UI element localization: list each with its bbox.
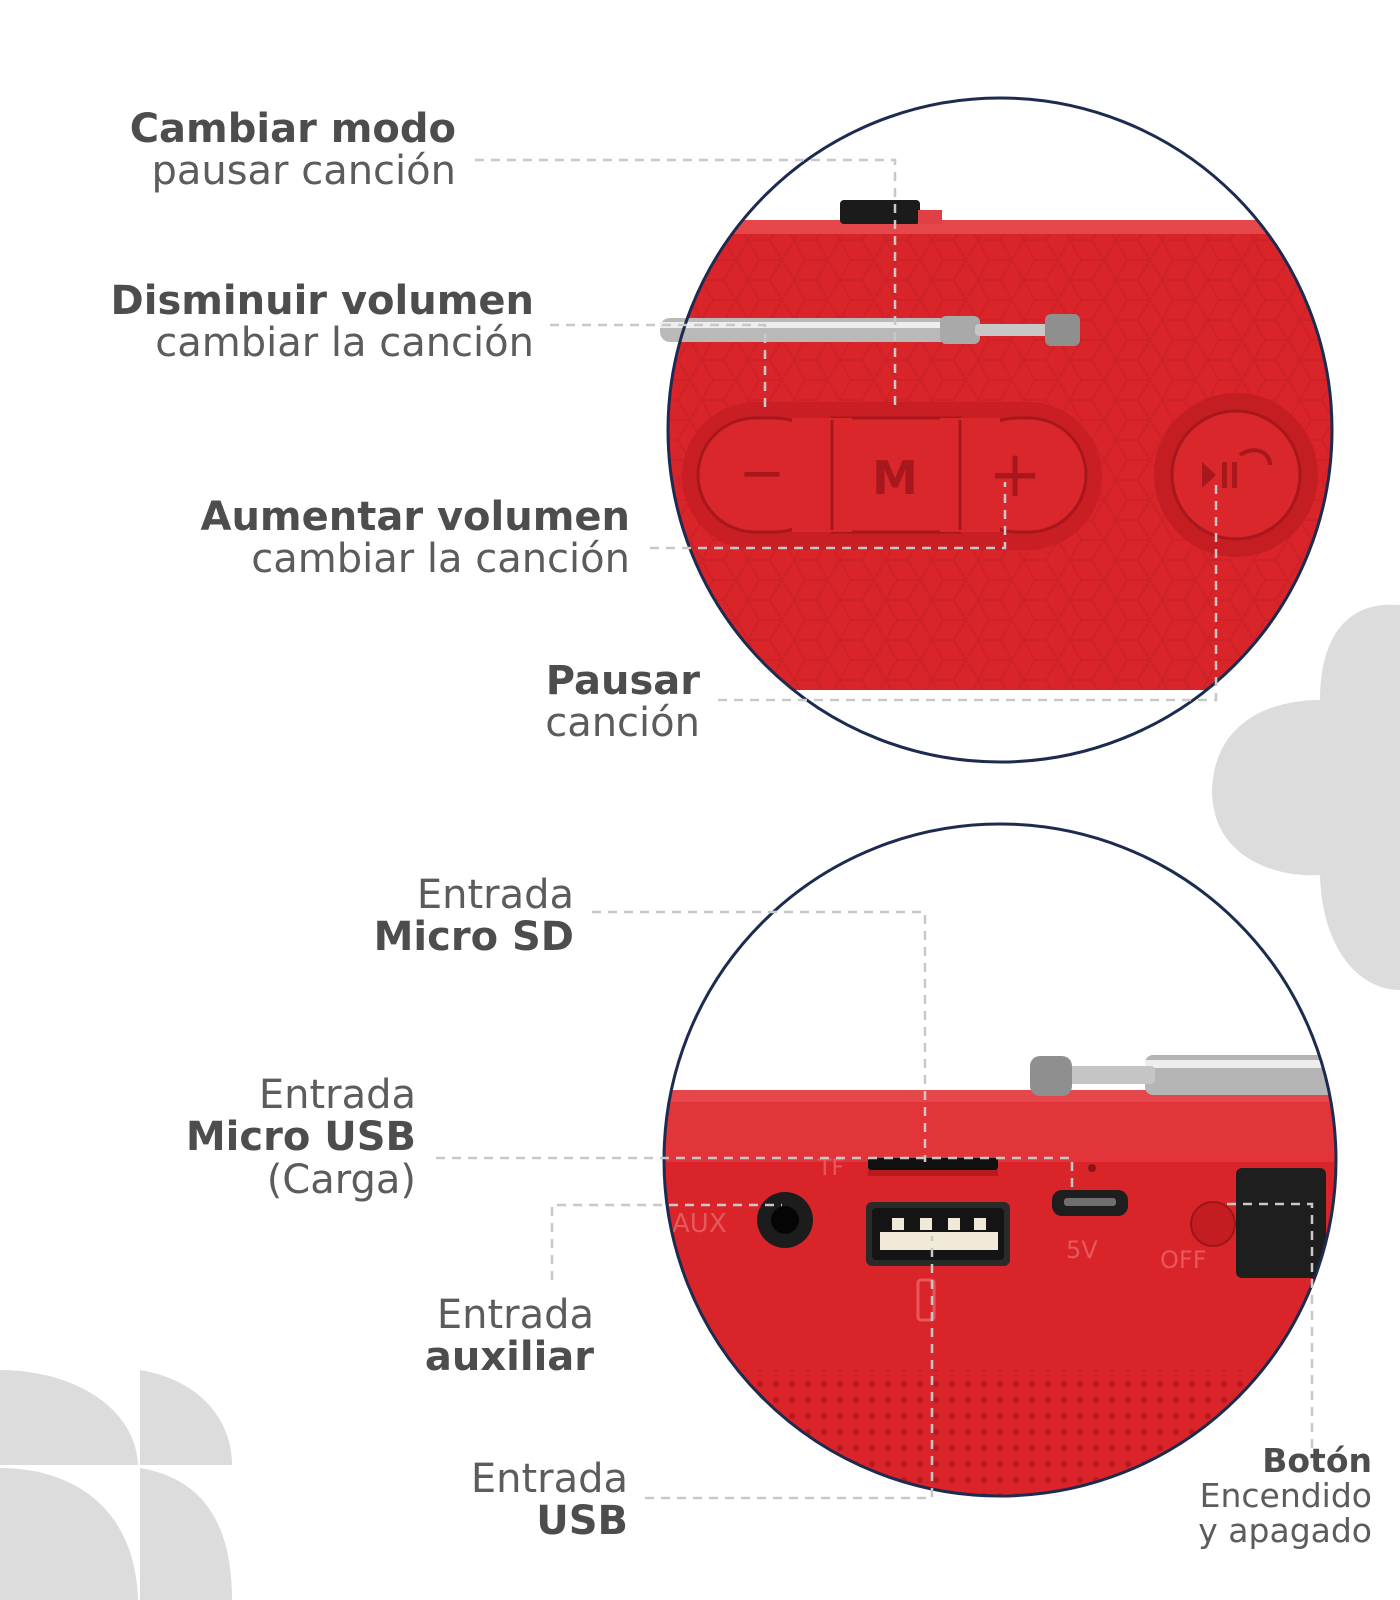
port-5v-label: 5V	[1066, 1236, 1098, 1264]
decor-petal-shape	[0, 1370, 232, 1600]
callout-pausar: Pausar canción	[545, 660, 700, 745]
volume-down-button[interactable]: −	[739, 441, 786, 506]
callout-micro-usb-extra: (Carga)	[266, 1156, 416, 1203]
top-circle-border	[666, 96, 1334, 764]
volume-up-button[interactable]: +	[988, 438, 1042, 512]
micro-usb-port-icon	[1052, 1164, 1128, 1216]
callout-boton-extra: y apagado	[1198, 1510, 1372, 1550]
callout-micro-usb-desc: Entrada	[258, 1072, 416, 1118]
callout-aumentar-volumen: Aumentar volumen cambiar la canción	[200, 496, 630, 581]
callout-cambiar-modo-desc: pausar canción	[151, 148, 456, 195]
callout-boton-title: Botón	[1262, 1441, 1372, 1480]
callout-micro-sd-title: Micro SD	[373, 914, 574, 961]
callout-micro-sd: Entrada Micro SD	[374, 874, 574, 959]
callout-cambiar-modo: Cambiar modo pausar canción	[130, 108, 456, 193]
callout-micro-usb-title: Micro USB	[185, 1114, 416, 1161]
usb-port-icon	[866, 1202, 1010, 1266]
callout-cambiar-modo-title: Cambiar modo	[129, 106, 456, 152]
bottom-circle-border	[662, 822, 1338, 1498]
callout-usb-desc: Entrada	[470, 1456, 628, 1502]
callout-auxiliar: Entrada auxiliar	[425, 1294, 594, 1379]
leader-lines	[436, 158, 1314, 1500]
switch-off-label: OFF	[1160, 1246, 1207, 1274]
mode-button[interactable]: M	[872, 451, 918, 505]
microsd-slot-icon	[868, 1158, 998, 1176]
port-tf-label: TF	[817, 1156, 844, 1181]
top-device-photo	[660, 96, 1334, 764]
callout-boton-desc: Encendido	[1199, 1475, 1372, 1515]
callout-micro-sd-desc: Entrada	[416, 872, 574, 918]
callout-aumentar-desc: cambiar la canción	[251, 536, 630, 583]
callout-usb: Entrada USB	[471, 1458, 628, 1543]
callout-aumentar-title: Aumentar volumen	[200, 494, 630, 540]
aux-port-icon	[757, 1192, 813, 1248]
bottom-device-photo: AUX TF 5V OFF	[662, 822, 1338, 1498]
callout-disminuir-title: Disminuir volumen	[110, 278, 534, 324]
callout-disminuir-volumen: Disminuir volumen cambiar la canción	[111, 280, 534, 365]
control-button-group	[682, 402, 1102, 550]
decor-cloud-shape	[1212, 604, 1400, 990]
callout-auxiliar-title: auxiliar	[424, 1334, 594, 1381]
play-pause-button[interactable]	[1154, 393, 1318, 557]
callout-boton: Botón Encendido y apagado	[1198, 1441, 1372, 1550]
port-aux-label: AUX	[672, 1209, 727, 1239]
callout-pausar-desc: canción	[545, 700, 700, 747]
callout-disminuir-desc: cambiar la canción	[155, 320, 534, 367]
callout-auxiliar-desc: Entrada	[436, 1292, 594, 1338]
callout-usb-title: USB	[536, 1498, 628, 1545]
callout-pausar-title: Pausar	[545, 658, 700, 704]
callout-micro-usb: Entrada Micro USB (Carga)	[185, 1072, 416, 1203]
